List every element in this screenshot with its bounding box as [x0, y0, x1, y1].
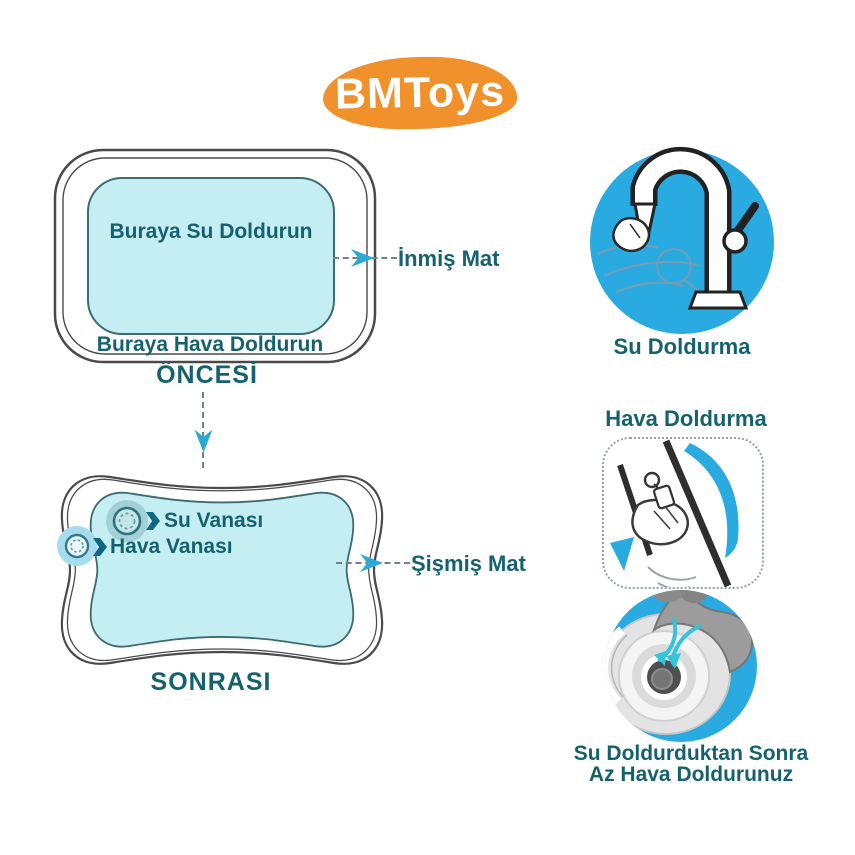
- brand-logo: BMToys: [322, 55, 518, 131]
- water-fill-illustration: [590, 146, 774, 334]
- water-fill-caption: Su Doldurma: [613, 334, 751, 359]
- fill-air-label: Buraya Hava Doldurun: [96, 333, 324, 356]
- before-caption: ÖNCESİ: [156, 361, 258, 389]
- water-valve-label: Su Vanası: [164, 509, 264, 532]
- valve-closeup-icon: [605, 590, 754, 735]
- water-valve-icon: [106, 500, 148, 542]
- air-fill-title: Hava Doldurma: [605, 406, 767, 431]
- after-caption: SONRASI: [150, 668, 272, 696]
- air-valve-label: Hava Vanası: [110, 535, 233, 558]
- inflated-mat-callout: Şişmiş Mat: [411, 551, 526, 576]
- hand-inflating-valve-icon: [610, 439, 739, 587]
- deflated-mat-illustration: [53, 148, 377, 364]
- final-step-illustration: [605, 590, 757, 742]
- inflated-mat-illustration: [57, 475, 384, 665]
- transition-line: [202, 392, 204, 468]
- final-caption-line1: Su Doldurduktan Sonra: [573, 742, 809, 765]
- final-caption-line2: Az Hava Doldurunuz: [588, 763, 794, 786]
- fill-water-label: Buraya Su Doldurun: [109, 220, 313, 243]
- chevron-pointer-icon: [146, 512, 160, 530]
- faucet-icon: [612, 146, 759, 310]
- air-fill-illustration: [602, 437, 764, 589]
- air-valve-icon: [57, 526, 97, 566]
- brand-logo-text: BMToys: [334, 67, 506, 118]
- deflated-mat-callout: İnmiş Mat: [398, 246, 500, 271]
- chevron-pointer-icon: [93, 538, 107, 556]
